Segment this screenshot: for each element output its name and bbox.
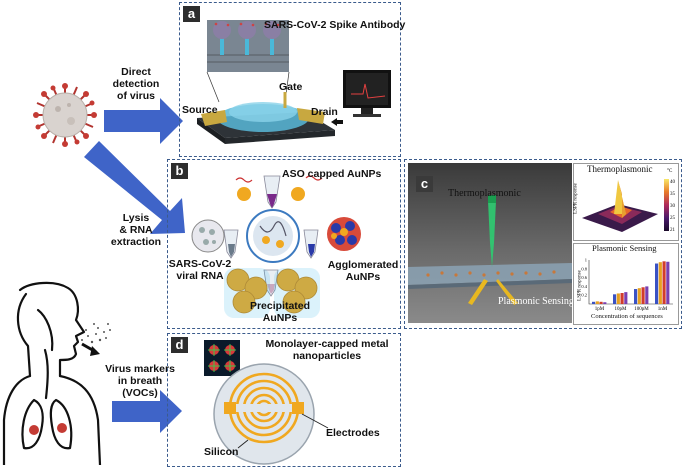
direct-line2: detection xyxy=(112,78,160,90)
viral-rna-line2: viral RNA xyxy=(176,270,224,282)
agglomerated-label: Agglomerated AuNPs xyxy=(324,259,402,283)
bar-chart-bar xyxy=(613,294,617,304)
sensor-chip-illustration xyxy=(204,340,329,465)
bar-chart-bar xyxy=(599,301,603,304)
heatmap-title: Thermoplasmonic xyxy=(587,164,653,174)
viral-rna-label: SARS-CoV-2 viral RNA xyxy=(168,258,232,282)
gate-label: Gate xyxy=(279,81,303,93)
thermoplasmonic-scene xyxy=(408,195,572,305)
lysis-line3: extraction xyxy=(110,236,162,248)
drain-label: Drain xyxy=(311,106,338,118)
heatmap-scale-35: 35 xyxy=(670,192,675,197)
bar-chart-bar xyxy=(616,293,620,304)
bar-chart-ytick: 0.8 xyxy=(581,266,587,271)
bar-chart-category-label: 1pM xyxy=(595,307,605,312)
bar-chart-category-label: 10pM xyxy=(615,307,628,312)
human-breath-illustration xyxy=(2,281,111,465)
bar-chart-bar xyxy=(624,292,628,304)
bar-chart-bar xyxy=(634,289,638,304)
bar-chart-bar xyxy=(658,262,662,304)
breath-line3: (VOCs) xyxy=(122,387,158,399)
viral-rna-line1: SARS-CoV-2 xyxy=(168,258,232,270)
bar-chart-category-label: 1nM xyxy=(658,307,668,312)
electrodes-label: Electrodes xyxy=(326,427,380,439)
antibody-label: SARS-CoV-2 Spike Antibody xyxy=(264,19,406,31)
thermoplasmonic-label: Thermoplasmonic xyxy=(448,188,521,199)
bar-chart-axes xyxy=(588,260,673,305)
direct-detection-arrow xyxy=(104,98,183,144)
panel-c xyxy=(404,159,682,329)
fet-device-illustration xyxy=(197,20,391,144)
heatmap-scale-21: 21 xyxy=(670,228,675,233)
bar-chart-bar xyxy=(620,293,624,304)
bar-chart-xlabel: Concentration of sequences xyxy=(591,313,663,320)
panel-b: b xyxy=(167,159,401,329)
bar-chart-ytick: 1 xyxy=(585,258,587,263)
heatmap-scale-40: 40 xyxy=(670,180,675,185)
direct-line3: of virus xyxy=(117,90,155,102)
virus-icon xyxy=(33,83,97,147)
bar-chart-bar xyxy=(662,261,666,304)
heatmap-colorbar xyxy=(664,179,669,231)
heatmap-surface xyxy=(582,180,658,232)
bar-chart-ytick: 0.2 xyxy=(581,293,587,298)
bar-chart-bar xyxy=(655,263,659,304)
heatmap-scale: 40 35 30 25 21 xyxy=(670,177,675,237)
aso-label: ASO capped AuNPs xyxy=(282,168,382,180)
heatmap-scale-30: 30 xyxy=(670,204,675,209)
panel-d-title-line2: nanoparticles xyxy=(292,350,362,362)
precipitated-label: Precipitated AuNPs xyxy=(240,300,320,324)
bar-chart-bar xyxy=(637,288,641,304)
bar-chart-ytick: 0.4 xyxy=(581,284,587,289)
bar-chart-plot: 1 0.8 0.6 0.4 0.2 1pM 10pM 100pM 1nM xyxy=(581,258,673,312)
breath-label: Virus markers in breath (VOCs) xyxy=(101,363,179,399)
precipitated-line1: Precipitated xyxy=(249,300,311,312)
panel-d: d xyxy=(167,333,401,467)
lysis-line2: & RNA xyxy=(119,224,153,236)
bar-chart-title: Plasmonic Sensing xyxy=(592,243,657,253)
direct-line1: Direct xyxy=(121,66,151,78)
lysis-arrow xyxy=(84,141,185,234)
breath-line1: Virus markers xyxy=(105,363,175,375)
heatmap-scale-25: 25 xyxy=(670,216,675,221)
bar-chart-bar xyxy=(592,301,596,304)
breath-line2: in breath xyxy=(117,375,163,387)
lysis-line1: Lysis xyxy=(122,212,150,224)
source-label: Source xyxy=(182,104,218,116)
bar-chart-bar xyxy=(645,286,649,304)
panel-a: a xyxy=(179,2,401,157)
agglomerated-line1: Agglomerated xyxy=(327,259,399,271)
direct-detection-label: Direct detection of virus xyxy=(106,66,166,102)
bar-chart-ytick: 0.6 xyxy=(581,275,587,280)
plasmonic-sensing-label: Plasmonic Sensing xyxy=(498,296,574,307)
agglomerated-line2: AuNPs xyxy=(345,271,381,283)
bar-chart-bar xyxy=(595,301,599,304)
panel-d-letter: d xyxy=(171,337,188,353)
panel-d-title-line1: Monolayer-capped metal xyxy=(265,338,389,350)
breath-arrow xyxy=(112,390,182,433)
silicon-label: Silicon xyxy=(204,446,239,458)
panel-d-title: Monolayer-capped metal nanoparticles xyxy=(262,338,392,362)
panel-c-letter: c xyxy=(416,176,433,192)
panel-b-letter: b xyxy=(171,163,188,179)
bar-chart-bar xyxy=(641,287,645,304)
heatmap-unit: °C xyxy=(667,169,673,174)
aunp-assay-illustration xyxy=(191,175,361,318)
bar-chart-bar xyxy=(666,261,670,304)
bar-chart-bar xyxy=(603,302,607,304)
panel-a-letter: a xyxy=(183,6,200,22)
precipitated-line2: AuNPs xyxy=(262,312,298,324)
lysis-label: Lysis & RNA extraction xyxy=(106,212,166,248)
bar-chart-category-label: 100pM xyxy=(634,307,649,312)
